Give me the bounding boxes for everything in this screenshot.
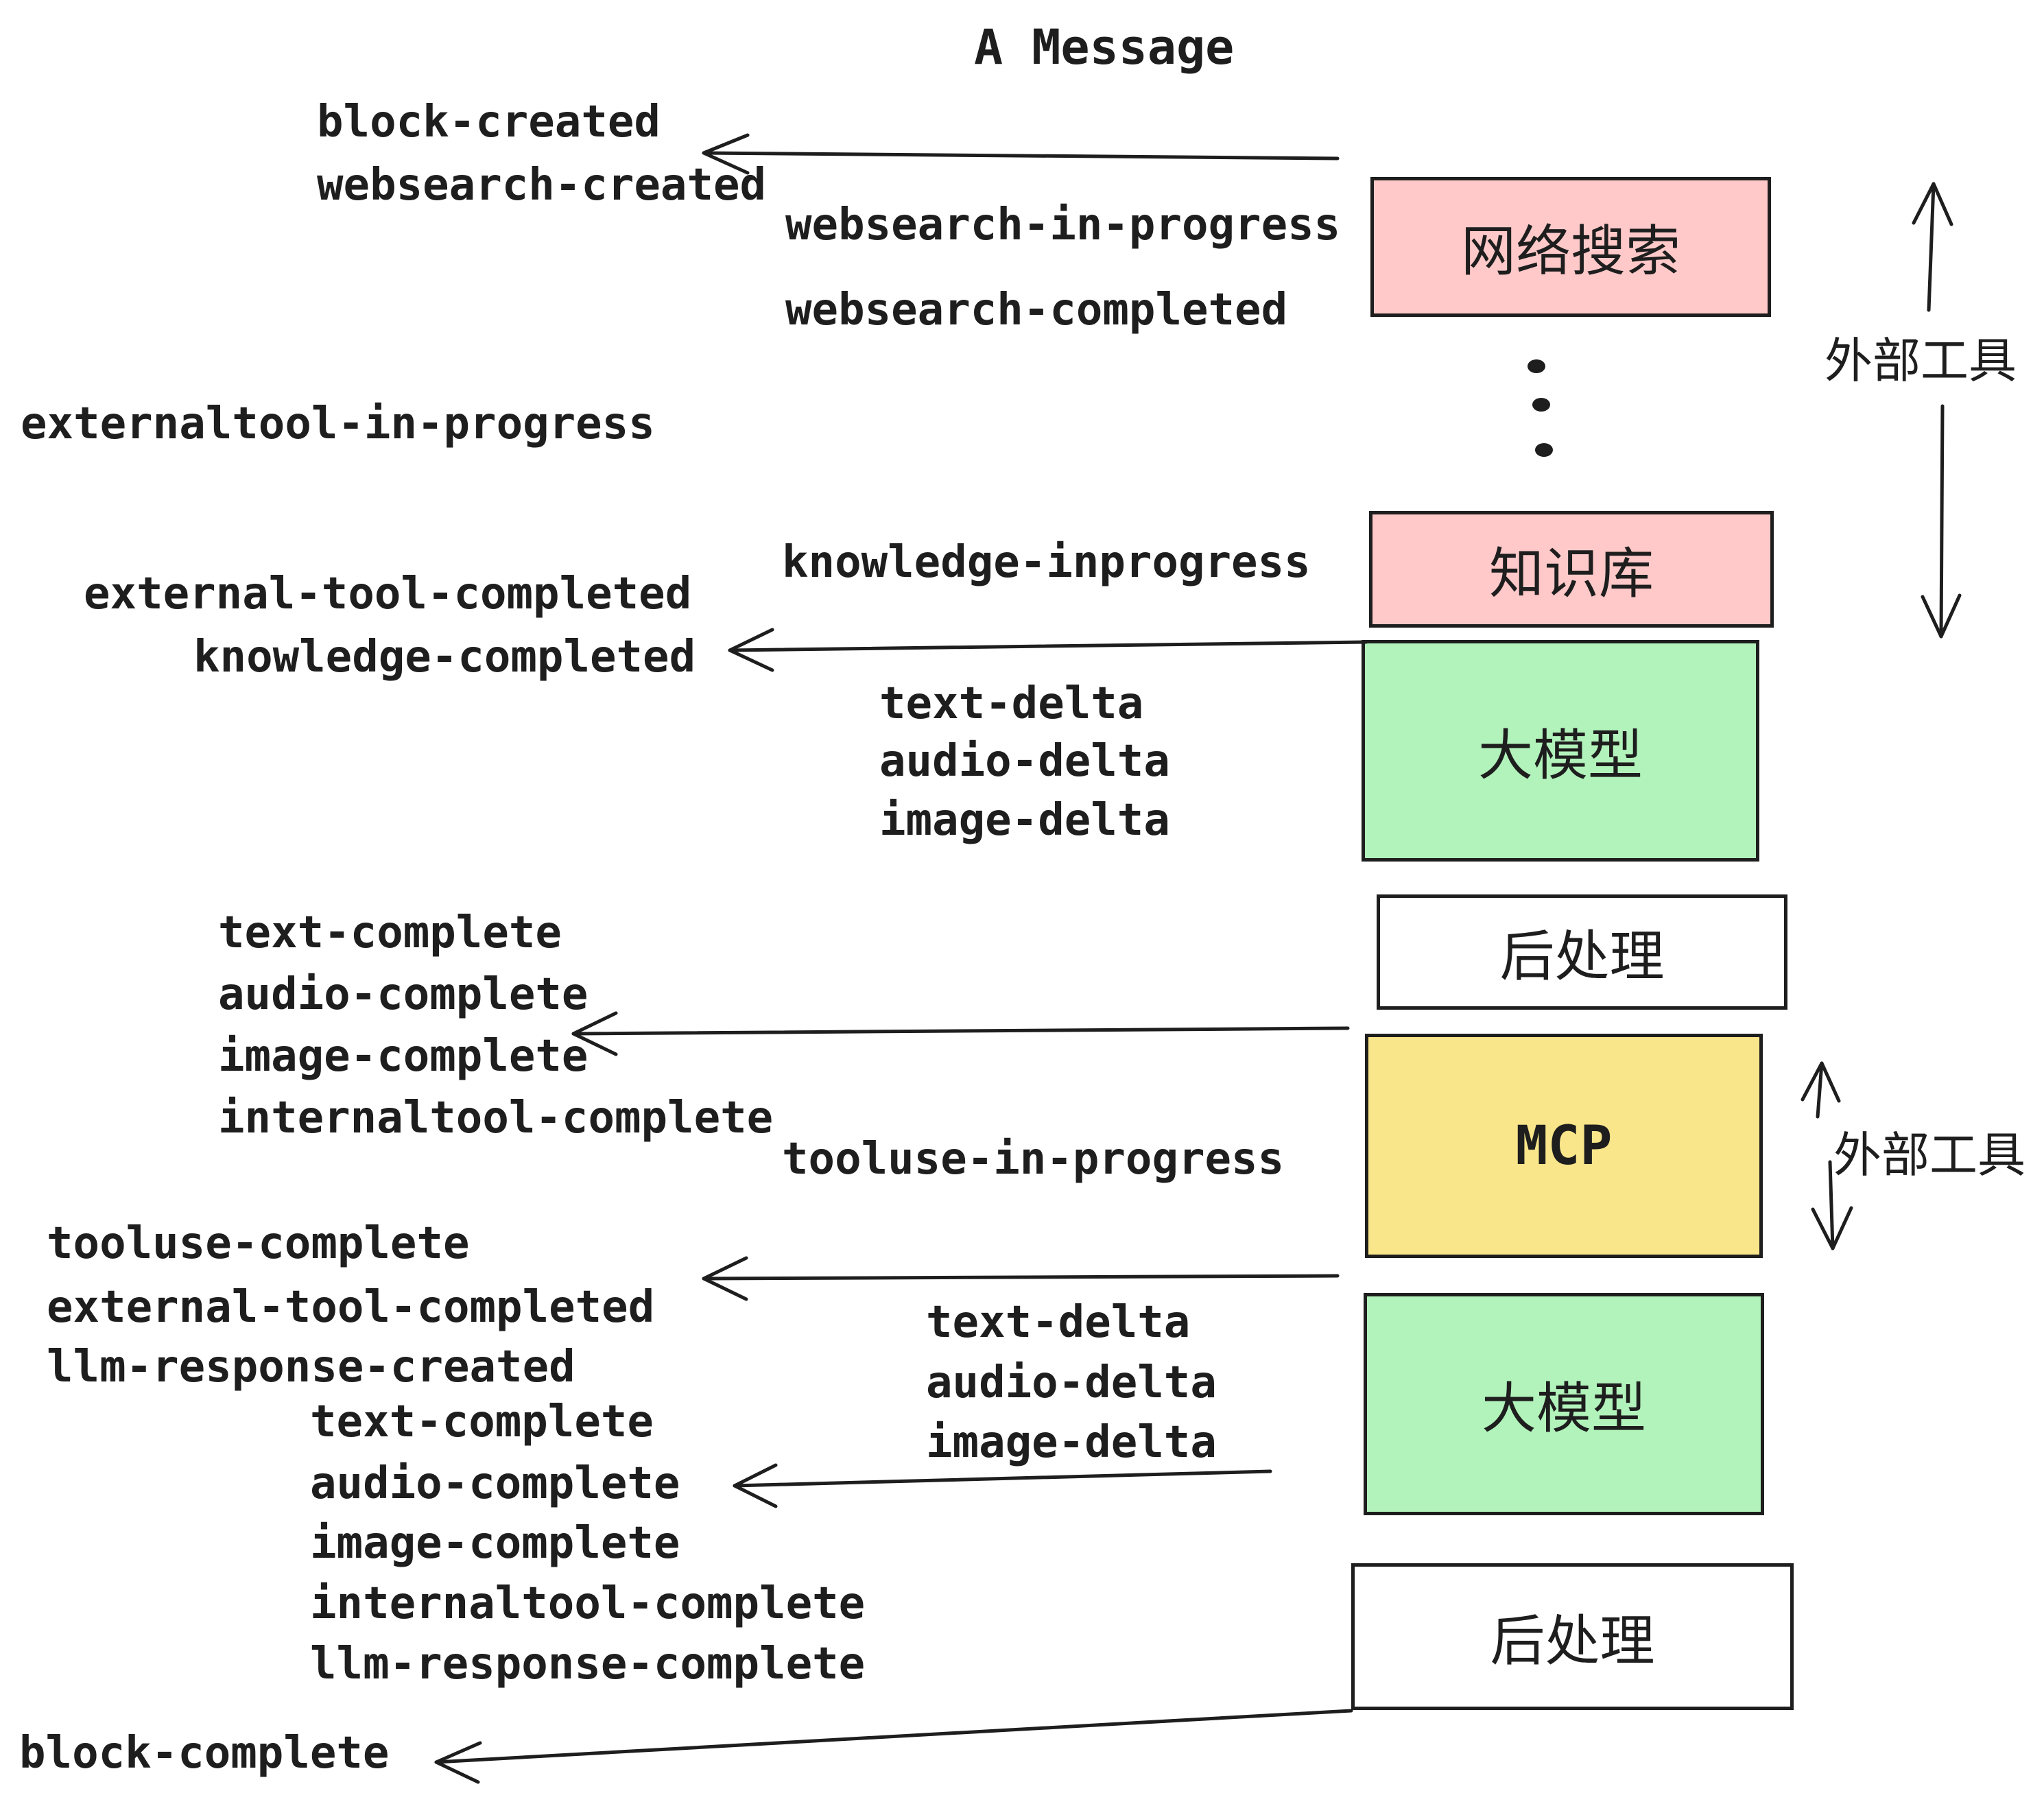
event-label-llm-response-created: llm-response-created: [47, 1342, 575, 1392]
diagram-title: A Message: [974, 19, 1235, 75]
event-label-internaltool-complete-1: internaltool-complete: [218, 1093, 774, 1143]
event-label-external-tool-completed: external-tool-completed: [84, 569, 692, 619]
event-label-text-delta-2: text-delta: [926, 1297, 1191, 1348]
event-label-audio-complete-1: audio-complete: [218, 969, 589, 1020]
node-postprocess-2: 后处理: [1351, 1563, 1794, 1710]
external-tools-top-up-arrow: [1912, 182, 1953, 312]
event-label-text-complete-2: text-complete: [310, 1397, 654, 1447]
event-label-websearch-in-progress: websearch-in-progress: [785, 200, 1341, 250]
vertical-ellipsis-icon: [1528, 359, 1553, 457]
event-label-websearch-created: websearch-created: [317, 160, 767, 211]
event-label-text-delta-1: text-delta: [879, 678, 1144, 729]
node-llm-2: 大模型: [1364, 1293, 1764, 1515]
node-knowledge-label: 知识库: [1489, 542, 1654, 606]
arrow-to-audio-complete: [733, 1463, 1272, 1508]
event-label-tooluse-in-progress: tooluse-in-progress: [782, 1134, 1285, 1185]
node-knowledge: 知识库: [1369, 511, 1774, 628]
external-tools-bottom-up-arrow: [1801, 1061, 1841, 1119]
event-label-block-created: block-created: [317, 97, 661, 147]
arrow-to-knowledge-completed: [728, 628, 1368, 672]
arrow-to-block-complete: [434, 1709, 1353, 1784]
external-tools-bottom-down-arrow: [1811, 1160, 1853, 1250]
event-label-audio-delta-1: audio-delta: [879, 736, 1170, 787]
node-llm-1: 大模型: [1362, 640, 1759, 862]
event-label-block-complete: block-complete: [19, 1728, 390, 1779]
event-label-audio-delta-2: audio-delta: [926, 1357, 1217, 1408]
event-label-image-delta-1: image-delta: [879, 795, 1170, 846]
node-llm-1-label: 大模型: [1478, 723, 1643, 787]
side-label-external-tools-bottom: 外部工具: [1833, 1127, 2025, 1183]
event-label-knowledge-inprogress: knowledge-inprogress: [782, 537, 1311, 588]
side-label-external-tools-top: 外部工具: [1825, 333, 2017, 389]
event-label-image-complete-1: image-complete: [218, 1031, 589, 1082]
event-label-audio-complete-2: audio-complete: [310, 1458, 680, 1509]
node-mcp-label: MCP: [1515, 1115, 1613, 1177]
node-websearch: 网络搜索: [1370, 177, 1771, 317]
node-mcp: MCP: [1365, 1034, 1763, 1258]
event-label-tooluse-complete: tooluse-complete: [47, 1218, 470, 1269]
node-llm-2-label: 大模型: [1482, 1377, 1646, 1440]
node-postprocess-2-label: 后处理: [1490, 1609, 1655, 1673]
event-label-internaltool-complete-2: internaltool-complete: [310, 1578, 866, 1629]
event-label-knowledge-completed: knowledge-completed: [193, 632, 696, 683]
event-label-external-tool-completed-2: external-tool-completed: [47, 1282, 655, 1333]
event-label-externaltool-in-progress: externaltool-in-progress: [21, 399, 655, 449]
event-label-llm-response-complete: llm-response-complete: [310, 1639, 866, 1689]
event-label-image-delta-2: image-delta: [926, 1417, 1217, 1468]
event-label-text-complete-1: text-complete: [218, 907, 562, 958]
node-postprocess-1-label: 后处理: [1499, 925, 1665, 988]
node-postprocess-1: 后处理: [1377, 894, 1787, 1010]
event-label-image-complete-2: image-complete: [310, 1518, 680, 1569]
arrow-to-external-tool-completed: [702, 1256, 1340, 1301]
arrow-to-image-complete: [571, 1011, 1350, 1056]
event-label-websearch-completed: websearch-completed: [785, 285, 1288, 335]
node-websearch-label: 网络搜索: [1461, 219, 1680, 283]
external-tools-top-down-arrow: [1921, 404, 1962, 639]
arrow-to-block-created: [702, 133, 1340, 175]
